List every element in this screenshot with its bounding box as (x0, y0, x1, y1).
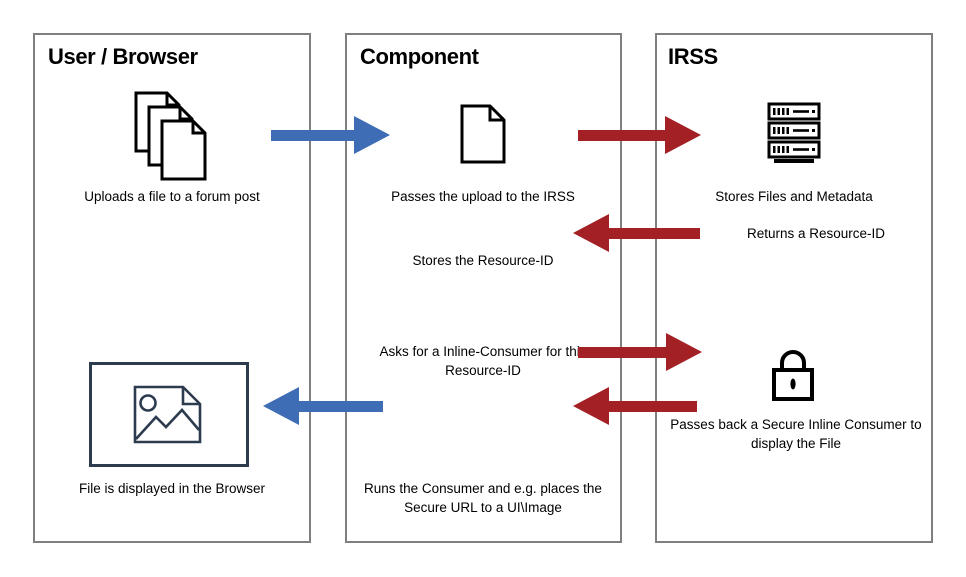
arrow-shaft (271, 129, 354, 141)
column-title-user-browser: User / Browser (48, 44, 198, 69)
arrow-shaft (578, 346, 666, 358)
label-stores-resource-id: Stores the Resource-ID (412, 253, 554, 268)
arrow-shaft (609, 227, 700, 239)
arrow-head-left-icon (573, 214, 609, 252)
documents-stack-icon (134, 91, 207, 181)
column-title-component: Component (360, 44, 479, 69)
label-uploads-file: Uploads a file to a forum post (84, 189, 260, 204)
arrow-irss-to-component-consumer (573, 387, 697, 425)
arrow-user-to-component (271, 116, 390, 154)
arrow-head-right-icon (354, 116, 390, 154)
arrow-shaft (609, 400, 697, 412)
arrow-shaft (578, 129, 665, 141)
label-passes-upload: Passes the upload to the IRSS (391, 189, 575, 204)
arrow-irss-to-component-resource-id (573, 214, 700, 252)
padlock-icon (772, 350, 814, 401)
label-returns-resource-id: Returns a Resource-ID (746, 226, 886, 241)
label-passes-back-consumer: Passes back a Secure Inline Consumer to … (670, 417, 922, 451)
server-rack-icon (767, 102, 821, 163)
image-preview-icon (133, 385, 202, 444)
arrow-head-right-icon (665, 116, 701, 154)
label-stores-files: Stores Files and Metadata (715, 189, 873, 204)
label-asks-inline-consumer: Asks for a Inline-Consumer for this Reso… (379, 344, 587, 378)
label-runs-consumer: Runs the Consumer and e.g. places the Se… (364, 481, 602, 515)
arrow-component-to-irss-ask (578, 333, 702, 371)
column-title-irss: IRSS (668, 44, 718, 69)
arrow-shaft (299, 400, 383, 412)
arrow-head-left-icon (263, 387, 299, 425)
browser-frame (89, 362, 249, 467)
label-file-displayed: File is displayed in the Browser (78, 481, 266, 496)
arrow-head-left-icon (573, 387, 609, 425)
arrow-head-right-icon (666, 333, 702, 371)
document-icon (460, 104, 506, 164)
arrow-component-to-irss-upload (578, 116, 701, 154)
arrow-component-to-user-display (263, 387, 383, 425)
